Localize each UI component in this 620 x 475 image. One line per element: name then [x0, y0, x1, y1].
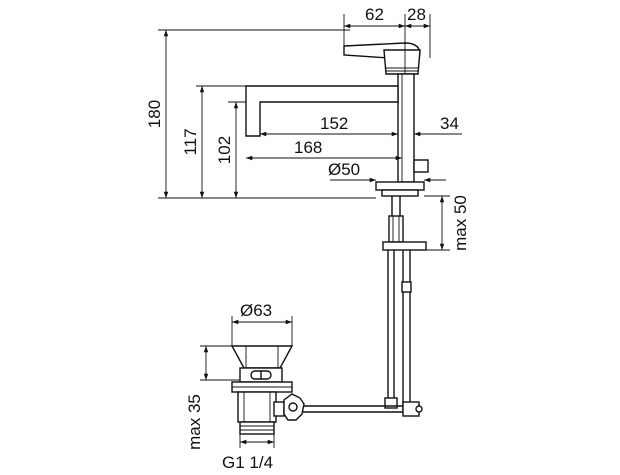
- dim-152: 152: [320, 114, 348, 133]
- faucet-base: [375, 181, 425, 191]
- dim-max50: max 50: [451, 195, 470, 251]
- faucet-side-knob: [413, 159, 429, 173]
- dimension-lines: [158, 14, 462, 448]
- faucet-spout: [245, 85, 399, 137]
- dim-34: 34: [440, 114, 459, 133]
- faucet-body: [397, 73, 415, 183]
- faucet-drawing: [245, 42, 429, 417]
- dimension-labels: 62 28 180 117 102 152 34 168 Ø50 max 50 …: [145, 5, 470, 472]
- drain-thread: [239, 421, 275, 435]
- dim-phi50: Ø50: [328, 160, 360, 179]
- dim-28: 28: [407, 5, 426, 24]
- dim-g1-1-4: G1 1/4: [222, 453, 273, 472]
- drain-flange: [230, 345, 294, 369]
- dim-phi63: Ø63: [240, 301, 272, 320]
- dim-62: 62: [365, 5, 384, 24]
- mounting-nut: [388, 215, 404, 243]
- drain-drawing: [230, 345, 305, 435]
- dim-180: 180: [145, 100, 164, 128]
- dim-max35: max 35: [185, 394, 204, 450]
- mounting-washer: [382, 241, 427, 251]
- dim-168: 168: [294, 138, 322, 157]
- dim-117: 117: [181, 128, 200, 155]
- faucet-handle-cap: [383, 49, 421, 75]
- dim-102: 102: [215, 136, 234, 164]
